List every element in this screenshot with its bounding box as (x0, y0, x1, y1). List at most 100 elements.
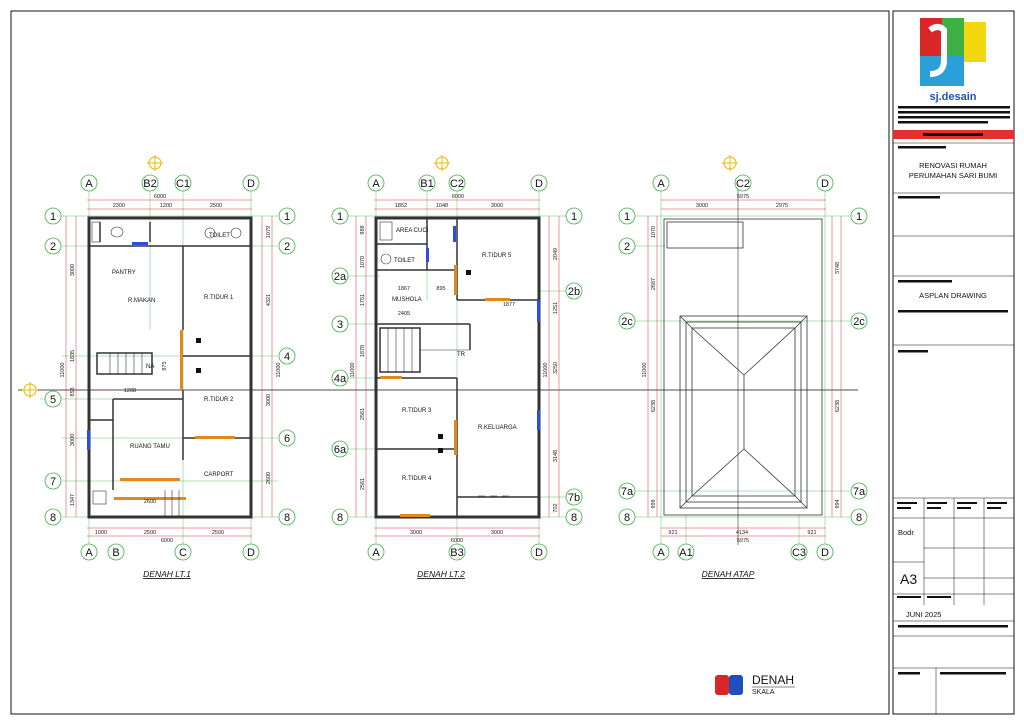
dim-text: 702 (553, 503, 559, 512)
grid-label-top: B2 (143, 178, 156, 190)
dim-text: 2561 (360, 408, 366, 420)
dim-text: 3250 (553, 362, 559, 374)
dim-text: 11000 (350, 363, 356, 378)
sheet-frame (10, 10, 890, 715)
drawing-title: ASPLAN DRAWING (919, 291, 987, 300)
grid-label-top: C2 (736, 178, 750, 190)
grid-label-left: 3 (337, 319, 343, 331)
dim-text: 6000 (451, 538, 463, 544)
dim-text: 4134 (736, 530, 748, 536)
axis-marker-icon (147, 155, 163, 171)
lt2-openings (380, 226, 540, 517)
dim-text: 2300 (113, 203, 125, 209)
grid-label-bottom: D (247, 547, 255, 559)
grid-label-bottom: A (85, 547, 93, 559)
floor-plan-lt1: TOILET PANTRY R.MAKAN R.TIDUR 1 R.TIDUR … (22, 155, 296, 579)
grid-label-left: 2 (50, 241, 56, 253)
dim-text: 2500 (144, 530, 156, 536)
floor-plan-lt2: AREA CUCI TOILET R.TIDUR 5 MUSHOLA TR R.… (331, 155, 583, 579)
grid-label-left: 2 (624, 241, 630, 253)
dim-text: 1048 (436, 203, 448, 209)
lt2-fixtures (379, 221, 509, 497)
stamp-logo-icon (715, 675, 729, 695)
dim-text: 6000 (161, 538, 173, 544)
lt2-switches (438, 270, 471, 453)
dim-text: 3000 (410, 530, 422, 536)
dim-text: 2687 (651, 278, 657, 290)
cell-header-lines (897, 502, 1007, 598)
project-name-line2: PERUMAHAN SARI BUMI (909, 171, 997, 180)
logo-red-block (920, 18, 942, 56)
dim-text: 11000 (543, 363, 549, 378)
lt1-switches (196, 338, 201, 373)
dim-text: 1835 (70, 350, 76, 362)
room-label-toilet: TOILET (394, 258, 415, 264)
dim-text: 1070 (360, 256, 366, 268)
room-label-r-tidur-4: R.TIDUR 4 (402, 476, 432, 482)
grid-label-top: C1 (176, 178, 190, 190)
room-label-r-keluarga: R.KELUARGA (478, 425, 517, 431)
grid-label-top: A (657, 178, 665, 190)
grid-label-left: 5 (50, 394, 56, 406)
grid-label-right: 6 (284, 433, 290, 445)
logo-green-block (942, 18, 964, 56)
room-label-r-makan: R.MAKAN (128, 298, 155, 304)
title-block: sj.desain RENOVASI RUMAH PERUMAHAN SARI … (893, 18, 1014, 714)
dim-text: 2561 (360, 478, 366, 490)
room-label-ruang-tamu: RUANG TAMU (130, 444, 170, 450)
grid-label-right: 7b (568, 492, 580, 504)
dim-text: 1751 (360, 294, 366, 306)
dim-text: 921 (807, 530, 816, 536)
atap-grid-lines (635, 190, 850, 545)
grid-label-left: 4a (334, 373, 347, 385)
grid-label-top: B1 (420, 178, 433, 190)
grid-label-right: 2 (284, 241, 290, 253)
dim-text: 1208 (124, 388, 136, 394)
dim-text: 1347 (70, 494, 76, 506)
room-label-toilet: TOILET (209, 233, 230, 239)
grid-label-left: 8 (624, 512, 630, 524)
grid-label-top: A (372, 178, 380, 190)
grid-label-top: D (247, 178, 255, 190)
grid-label-right: 7a (853, 486, 866, 498)
grid-label-left: 6a (334, 444, 347, 456)
paper-size: A3 (900, 571, 917, 587)
room-label-mushola: MUSHOLA (392, 297, 422, 303)
lt1-dimension-lines (65, 199, 273, 537)
room-label-na: NA (146, 364, 154, 370)
dim-text: 4321 (266, 294, 272, 306)
lt1-stairs (109, 353, 180, 517)
grid-label-right: 2b (568, 286, 580, 298)
dim-text: 2600 (266, 472, 272, 484)
atap-dimension-lines (647, 199, 842, 537)
dim-text: 3000 (70, 264, 76, 276)
room-label-r-tidur-1: R.TIDUR 1 (204, 295, 234, 301)
grid-label-right: 2c (853, 316, 865, 328)
dim-text: 2975 (776, 203, 788, 209)
dim-text: 853 (70, 387, 76, 396)
dim-text: 11000 (276, 363, 282, 378)
atap-grid-bubbles (618, 174, 868, 561)
dim-text: 3148 (553, 450, 559, 462)
brand-name: sj.desain (929, 91, 976, 103)
company-info-lines (898, 106, 1010, 124)
drawing-date: JUNI 2025 (906, 610, 941, 619)
roof-plan: 5975 3000 2975 921 4134 921 5975 1070 26… (618, 155, 868, 579)
room-label-carport: CARPORT (204, 472, 234, 478)
lt1-openings (87, 242, 235, 500)
atap-roof-outline (663, 218, 823, 516)
dim-text: 1877 (503, 302, 515, 308)
stamp-logo: DENAH SKALA (715, 673, 795, 696)
plan-caption-lt2: DENAH LT.2 (417, 569, 465, 579)
grid-label-right: 1 (571, 211, 577, 223)
dim-text: 988 (360, 225, 366, 234)
grid-label-top: D (535, 178, 543, 190)
grid-label-bottom: A1 (679, 547, 692, 559)
room-label-r-tidur-5: R.TIDUR 5 (482, 253, 512, 259)
grid-label-top: A (85, 178, 93, 190)
grid-label-right: 8 (856, 512, 862, 524)
grid-label-left: 2a (334, 271, 347, 283)
dim-text: 6000 (154, 194, 166, 200)
dim-text: 1079 (266, 226, 272, 238)
